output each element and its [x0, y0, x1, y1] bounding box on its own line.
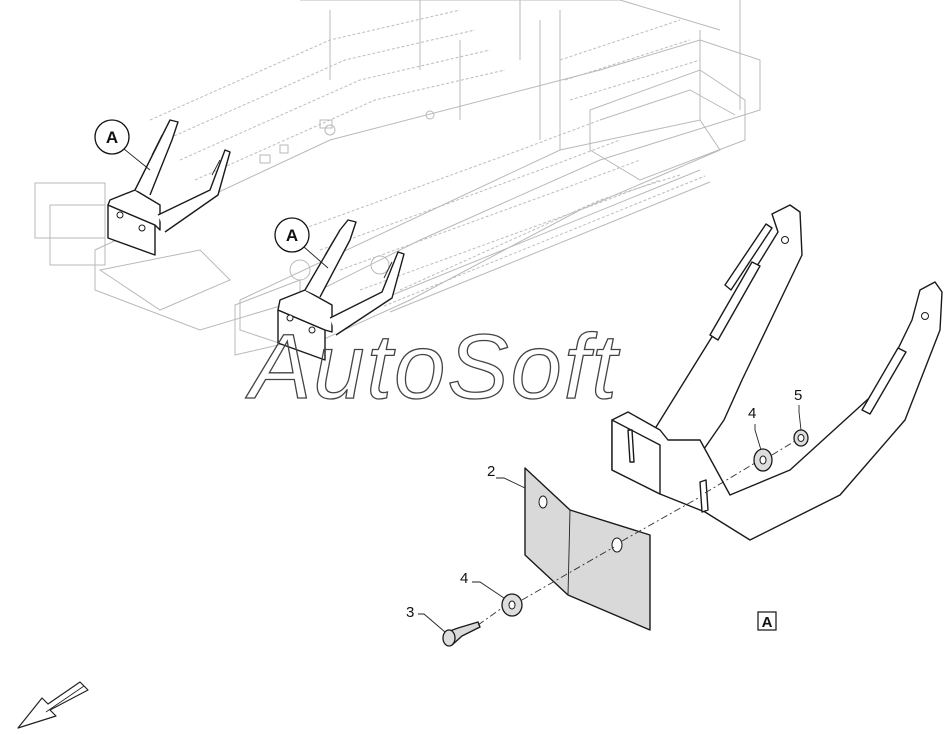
- bracket-rear-large: [647, 204, 803, 471]
- orientation-arrow-icon: [17, 681, 89, 729]
- svg-text:A: A: [106, 128, 118, 147]
- washer-upper: [753, 448, 773, 472]
- svg-text:A: A: [286, 226, 298, 245]
- part-label-2: 2: [487, 463, 526, 489]
- svg-text:2: 2: [487, 463, 495, 480]
- svg-text:A: A: [762, 614, 773, 631]
- svg-text:4: 4: [460, 570, 468, 587]
- svg-text:3: 3: [406, 604, 414, 621]
- nut: [793, 429, 809, 447]
- svg-text:5: 5: [794, 387, 802, 404]
- bolt: [442, 621, 481, 647]
- part-label-3: 3: [406, 604, 446, 633]
- view-callout-a-left: A: [94, 119, 151, 171]
- bracket-context-left: [107, 119, 231, 256]
- assembly-centerlines: [477, 440, 796, 626]
- watermark: AutoSoft: [244, 315, 620, 418]
- view-callout-a-center: A: [274, 217, 329, 269]
- part-label-4-lower: 4: [460, 570, 505, 599]
- svg-text:AutoSoft: AutoSoft: [245, 316, 620, 418]
- washer-lower: [501, 593, 523, 617]
- view-box-label: A: [757, 611, 777, 631]
- part-label-5: 5: [794, 387, 802, 431]
- part-label-4-upper: 4: [748, 405, 762, 451]
- background-machine-outline: [34, 0, 761, 356]
- wear-plate: [524, 467, 651, 631]
- bracket-front-large: [611, 281, 943, 541]
- svg-text:4: 4: [748, 405, 756, 422]
- bracket-context-center: [277, 219, 405, 361]
